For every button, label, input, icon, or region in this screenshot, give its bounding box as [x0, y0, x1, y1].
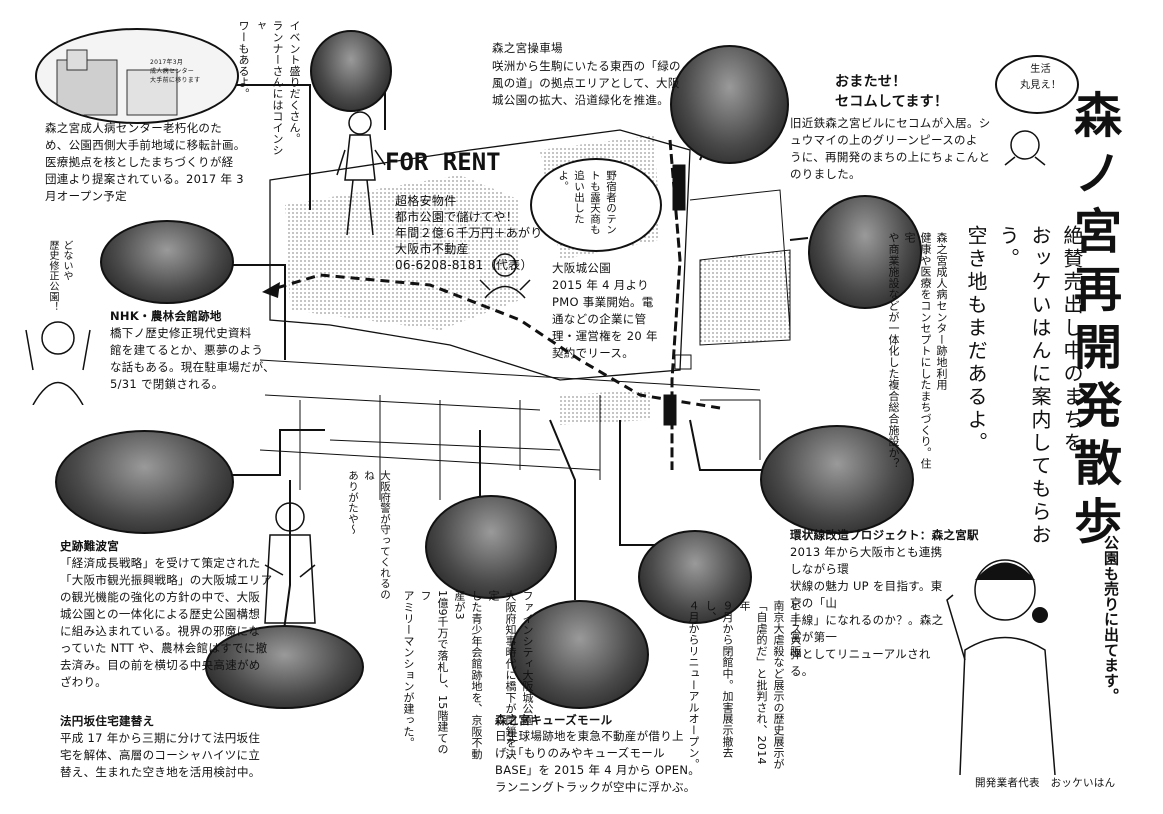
history-speech: どないや 歴史修正公園！	[47, 240, 72, 313]
fine-city-text: ファインシティ大阪城公園 大阪府知事時代に橋下が閉鎖を決定 した青少年会館跡地を…	[402, 590, 534, 760]
peace-osaka-text: ピース大阪 南京大虐殺など展示の歴史展示が 「自虐的だ」と批判され、2014 年…	[687, 600, 802, 770]
for-rent-phone: 06-6208-8181（代表）	[395, 258, 533, 272]
person-illustration	[479, 253, 531, 299]
building-photo	[310, 30, 392, 112]
person-illustration	[1004, 130, 1046, 166]
qs-mall-title: 森之宮キューズモール	[495, 713, 613, 727]
homeless-speech: 野宿者のテン トも露天商も 追い出したよ。	[557, 170, 617, 235]
hoenzaka-text: 平成 17 年から三期に分けて法円坂住 宅を解体、高層のコーシャハイツに立 替え…	[60, 731, 261, 779]
loop-line-text: 2013 年から大阪市とも連携しながら環 状線の魅力 UP を目指す。東京の「山…	[790, 545, 944, 678]
subtitle-text: 絶賛売出し中のまちを おッケいはんに案内してもらおう。 空き地もまだあるよ。	[964, 225, 1084, 547]
secom-bubble-text: 生活 丸見え！	[1020, 64, 1062, 91]
secom-title: おまたせ！ セコムしてます！	[835, 74, 949, 110]
main-title: 森ノ宮再開発散歩	[1065, 90, 1121, 554]
building-photo	[35, 28, 239, 124]
thanks-speech: 大阪府警が守ってくれるのね ありがたや～	[347, 470, 391, 600]
for-rent-line4: 大阪市不動産	[395, 242, 469, 256]
park-for-sale: 公園も売りに出てます。	[1102, 535, 1120, 704]
naniwa-text: 「経済成長戦略」を受けて策定された 「大阪市観光振興戦略」の大阪城エリア の観光…	[60, 556, 273, 689]
dotted-lot-right	[699, 249, 791, 346]
train-yard-title: 森之宮操車場	[492, 41, 563, 55]
for-rent-title: FOR RENT	[385, 148, 501, 176]
building-photo	[760, 425, 914, 534]
dotted-lot-south	[560, 390, 650, 425]
developer-caption: 開発業者代表 おッケいはん	[975, 777, 1116, 789]
event-speech: イベント盛りだくさん。 ランナーさんにはコインシャ ワーもあるよ。	[237, 20, 301, 156]
loop-line-title: 環状線改造プロジェクト：森之宮駅	[790, 528, 979, 542]
train-yard-text: 咲洲から生駒にいたる東西の「緑の 風の道」の拠点エリアとして、大阪 城公園の拡大…	[492, 59, 681, 107]
for-rent-line1: 超格安物件	[395, 194, 457, 208]
adult-center-site-text: 森之宮成人病センター跡地利用 健康や医療をコンセプトにしたまちづくり。住宅 や商…	[887, 232, 948, 470]
for-rent-line2: 都市公園で儲けてや！	[395, 210, 519, 224]
building-photo	[510, 600, 649, 709]
hoenzaka-title: 法円坂住宅建替え	[60, 714, 155, 728]
qs-mall-text: 日生球場跡地を東急不動産が借り上 げ、「もりのみやキューズモール BASE」を …	[495, 729, 701, 794]
person-illustration	[946, 559, 1056, 775]
building-photo	[55, 430, 234, 534]
osaka-castle-park-text: 大阪城公園 2015 年 4 月より PMO 事業開始。電 通などの企業に管 理…	[552, 261, 658, 360]
building-photo	[100, 220, 234, 304]
speech-bubble	[530, 158, 662, 252]
building-photo	[425, 495, 557, 599]
photo-caption: 2017年3月 成人病センター 大手前に移ります	[150, 59, 201, 84]
nhk-title: NHK・農林会館跡地	[110, 309, 222, 323]
for-rent-line3: 年間２億６千万円＋あがり	[395, 226, 543, 240]
medical-center-text: 森之宮成人病センター老朽化のた め、公園西側大手前地域に移転計画。 医療拠点を核…	[45, 121, 246, 203]
nhk-text: 橋下ノ歴史修正現代史資料 館を建てるとか、悪夢のよう な話もある。現在駐車場だが…	[110, 326, 275, 391]
secom-text: 旧近鉄森之宮ビルにセコムが入居。シ ュウマイの上のグリーンピースのよ うに、再開…	[790, 116, 991, 181]
person-illustration	[25, 321, 91, 405]
person-illustration	[264, 502, 316, 624]
building-photo	[205, 625, 364, 709]
naniwa-title: 史跡難波宮	[60, 539, 119, 553]
building-photo	[638, 530, 752, 624]
building-photo	[670, 45, 789, 164]
building-photo	[808, 195, 922, 309]
speech-bubble	[995, 55, 1079, 114]
person-illustration	[336, 111, 386, 236]
